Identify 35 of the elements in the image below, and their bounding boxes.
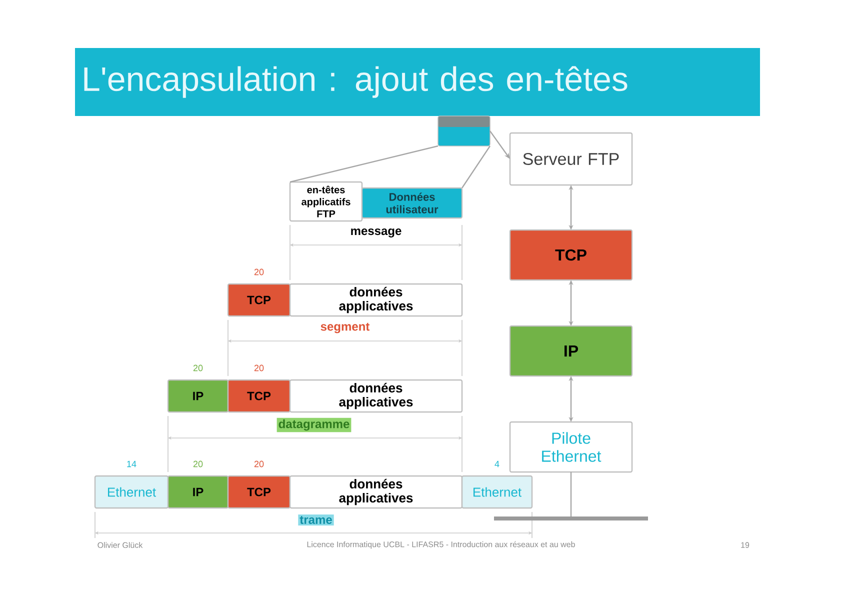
footer-text: Olivier Glück (98, 542, 143, 548)
header-field: TCP (227, 475, 291, 509)
layer-box: Serveur FTP (509, 132, 633, 186)
header-size: 20 (254, 460, 264, 468)
header-size: 20 (193, 460, 203, 468)
connector-line (462, 146, 490, 188)
slide-title: L'encapsulation : ajout des en-têtes (75, 48, 760, 116)
payload-field: données applicatives (289, 475, 463, 509)
layer-box: TCP (509, 229, 633, 281)
header-size: 20 (254, 268, 264, 276)
header-size: 4 (494, 460, 500, 468)
header-size: 20 (254, 364, 264, 372)
layer-box: Pilote Ethernet (509, 421, 633, 473)
pdu-label: datagramme (276, 418, 352, 432)
footer-text: Licence Informatique UCBL - LIFASR5 - Introduction aux réseaux et au web (307, 541, 575, 549)
connector-line (570, 472, 572, 516)
header-field: TCP (227, 283, 291, 317)
data-field: Données utilisateur (361, 187, 463, 219)
connector-line (290, 145, 438, 183)
pdu-label: message (351, 228, 402, 238)
header-field: IP (167, 475, 229, 509)
header-size: 14 (127, 460, 136, 468)
header-field: TCP (227, 379, 291, 413)
payload-field: données applicatives (289, 379, 463, 413)
header-field: Ethernet (461, 475, 533, 509)
pdu-label: segment (320, 322, 370, 334)
header-field: en-têtes applicatifs FTP (289, 181, 363, 222)
header-field: Ethernet (94, 475, 169, 509)
header-size: 20 (193, 364, 203, 372)
data-block (438, 116, 490, 146)
layer-box: IP (509, 325, 633, 377)
footer-text: 19 (741, 542, 750, 548)
pdu-label: trame (298, 514, 334, 526)
header-field: IP (167, 379, 229, 413)
payload-field: données applicatives (289, 283, 463, 317)
